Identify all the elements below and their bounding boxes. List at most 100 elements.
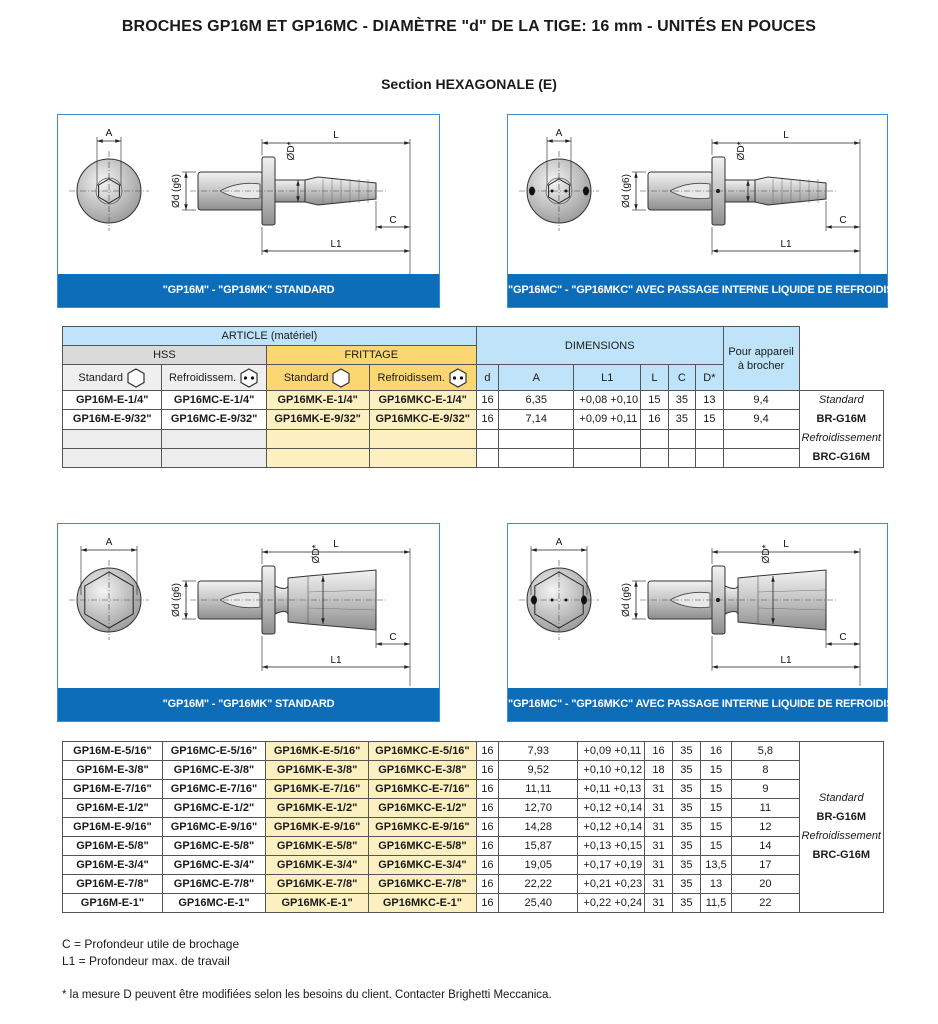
empty-cell: [695, 447, 724, 469]
table-cell: +0,09 +0,11: [577, 741, 646, 761]
coolant-hole: [531, 595, 537, 605]
dim-c-arrowhead: [826, 225, 832, 229]
dim-c-arrowhead: [854, 225, 860, 229]
dim-col-l1: L1: [573, 364, 642, 391]
table-cell: 12,70: [498, 798, 579, 818]
table-cell: GP16MK-E-5/8": [265, 836, 370, 856]
table-cell: 15: [699, 779, 733, 799]
table-cell: 35: [671, 817, 701, 837]
dim-col-dstar: D*: [695, 364, 724, 391]
empty-cell: [667, 447, 697, 469]
dim-a-arrowhead: [115, 139, 121, 143]
dim-bigd-arrowhead: [771, 576, 775, 582]
empty-cell: [498, 428, 575, 449]
page-title: BROCHES GP16M ET GP16MC - DIAMÈTRE "d" D…: [121, 18, 817, 35]
dim-bigd-arrowhead: [296, 180, 300, 186]
coolant-hole: [529, 186, 535, 196]
dim-d-label: Ød (g6): [621, 174, 632, 208]
table-cell: 12: [731, 817, 800, 837]
dim-l1-label: L1: [330, 655, 342, 666]
empty-cell: [61, 428, 163, 449]
panel-caption: "GP16M" - "GP16MK" STANDARD: [58, 688, 439, 721]
dim-l1-arrowhead: [262, 249, 268, 253]
dim-l1-label: L1: [780, 655, 792, 666]
panel-caption: "GP16MC" - "GP16MKC" AVEC PASSAGE INTERN…: [508, 274, 938, 307]
dim-d-label: Ød (g6): [171, 583, 182, 617]
table-cell: GP16MC-E-1": [161, 893, 267, 913]
table-cell: 16: [475, 389, 500, 411]
table-cell: 16: [699, 741, 733, 761]
table-cell: 16: [475, 874, 500, 894]
dim-a-arrowhead: [81, 548, 87, 552]
table-cell: 9,4: [722, 409, 800, 430]
table-cell: GP16M-E-1": [62, 893, 163, 913]
dim-bigd-label: ØD*: [736, 141, 747, 160]
table-cell: +0,12 +0,14: [577, 798, 646, 818]
empty-cell: [265, 428, 370, 449]
hexagon-coolant-icon: [449, 367, 467, 388]
ref-label: Refroidissement: [801, 432, 881, 444]
table-row: GP16M-E-5/8"GP16MC-E-5/8"GP16MK-E-5/8"GP…: [62, 836, 884, 856]
table-row: GP16M-E-9/16"GP16MC-E-9/16"GP16MK-E-9/16…: [62, 817, 884, 837]
dim-a-arrowhead: [547, 139, 553, 143]
table-cell: GP16MK-E-7/16": [265, 779, 370, 799]
empty-cell: [573, 447, 642, 469]
std-label: Standard: [818, 394, 864, 406]
table-cell: GP16M-E-7/8": [62, 874, 163, 894]
table-cell: 35: [671, 760, 701, 780]
table-cell: 14,28: [498, 817, 579, 837]
section-subtitle: Section HEXAGONALE (E): [381, 76, 557, 92]
refroid-col-header: Refroidissem.: [161, 364, 267, 391]
dim-a-label: A: [556, 537, 563, 548]
footnote: * la mesure D peuvent être modifiées sel…: [62, 989, 552, 1001]
dim-a-arrowhead: [131, 548, 137, 552]
dim-c-arrowhead: [404, 642, 410, 646]
dim-bigd-arrowhead: [746, 196, 750, 202]
table-cell: GP16MK-E-3/4": [265, 855, 370, 875]
table-cell: 14: [731, 836, 800, 856]
empty-cell: [161, 428, 267, 449]
table-cell: 35: [667, 409, 697, 430]
table-cell: 18: [644, 760, 673, 780]
dim-col-c: C: [667, 364, 697, 391]
table-cell: 15: [695, 409, 724, 430]
table-cell: 7,93: [498, 741, 579, 761]
table-cell: 16: [475, 893, 500, 913]
dim-c-arrowhead: [826, 642, 832, 646]
empty-cell: [722, 428, 800, 449]
dim-l-label: L: [333, 130, 339, 141]
coolant-hole: [583, 186, 589, 196]
empty-cell: [265, 447, 370, 469]
table-cell: GP16MK-E-1/2": [265, 798, 370, 818]
table-cell: 9,52: [498, 760, 579, 780]
table-cell: GP16M-E-3/4": [62, 855, 163, 875]
empty-cell: [475, 428, 500, 449]
table-cell: GP16MC-E-3/4": [161, 855, 267, 875]
table-row: GP16M-E-5/16"GP16MC-E-5/16"GP16MK-E-5/16…: [62, 741, 885, 913]
dim-bigd-label: ØD*: [286, 141, 297, 160]
table-cell: GP16MK-E-1": [265, 893, 370, 913]
table-cell: GP16MKC-E-7/16": [368, 779, 477, 799]
dim-col-a: A: [498, 364, 575, 391]
table-cell: GP16MC-E-1/4": [161, 389, 267, 411]
table-cell: GP16M-E-7/16": [62, 779, 163, 799]
table-cell: 19,05: [498, 855, 579, 875]
table-row: GP16M-E-1"GP16MC-E-1"GP16MK-E-1"GP16MKC-…: [62, 893, 884, 913]
dim-d-arrowhead: [634, 613, 638, 619]
table-cell: 31: [644, 836, 673, 856]
table-cell: +0,12 +0,14: [577, 817, 646, 837]
table-cell: 31: [644, 779, 673, 799]
body-edge: [757, 589, 827, 593]
table-cell: 15,87: [498, 836, 579, 856]
ref-model: BRC-G16M: [812, 849, 870, 861]
table-cell: GP16MK-E-9/32": [265, 409, 370, 430]
table-cell: 31: [644, 855, 673, 875]
dim-bigd-label: ØD*: [311, 544, 322, 563]
table-cell: 7,14: [498, 409, 575, 430]
table-cell: 5,8: [731, 741, 800, 761]
table-cell: 22: [731, 893, 800, 913]
table-cell: GP16MKC-E-9/16": [368, 817, 477, 837]
